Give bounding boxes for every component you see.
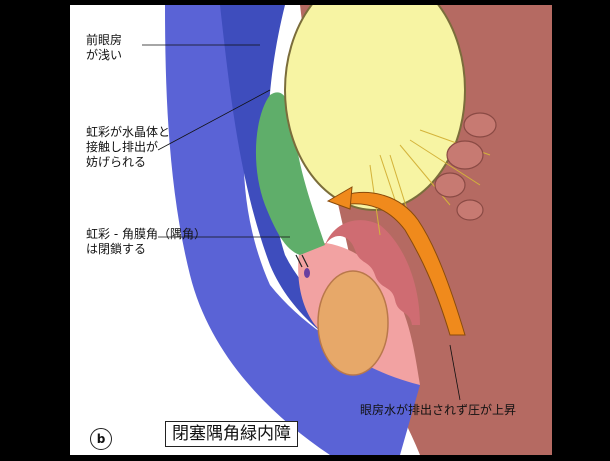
angle-dot bbox=[304, 268, 310, 278]
label-anterior-chamber-line1: 前眼房 bbox=[86, 33, 122, 48]
diagram-title: 閉塞隅角緑内障 bbox=[165, 421, 298, 447]
label-angle-closed: 虹彩 - 角膜角（隅角） は閉鎖する bbox=[86, 227, 206, 257]
label-anterior-chamber-line2: が浅い bbox=[86, 48, 122, 63]
diagram-slide: 前眼房 が浅い 虹彩が水晶体と 接触し排出が 妨げられる 虹彩 - 角膜角（隅角… bbox=[70, 5, 552, 455]
label-iris-contact-line2: 接触し排出が bbox=[86, 140, 170, 155]
label-anterior-chamber: 前眼房 が浅い bbox=[86, 33, 122, 63]
panel-label: b bbox=[90, 428, 112, 450]
label-iris-contact-line3: 妨げられる bbox=[86, 155, 170, 170]
label-iris-contact-line1: 虹彩が水晶体と bbox=[86, 125, 170, 140]
label-iris-contact: 虹彩が水晶体と 接触し排出が 妨げられる bbox=[86, 125, 170, 170]
trabecular-meshwork bbox=[318, 271, 388, 375]
label-angle-closed-line1: 虹彩 - 角膜角（隅角） bbox=[86, 227, 206, 242]
label-aqueous: 眼房水が排出されず圧が上昇 bbox=[360, 403, 516, 418]
label-angle-closed-line2: は閉鎖する bbox=[86, 242, 206, 257]
